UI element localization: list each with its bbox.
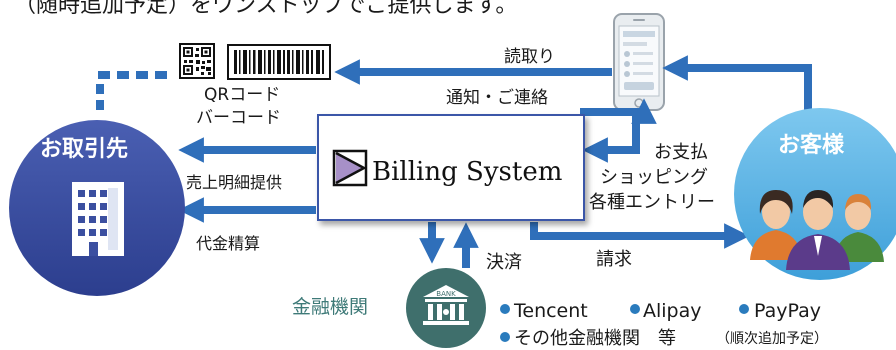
provider-note: （順次追加予定）	[716, 331, 828, 347]
provider-bullet	[630, 304, 640, 314]
provider-bullet	[500, 332, 510, 342]
partner-label: お取引先	[40, 137, 128, 162]
arrow-system-to-customer	[530, 222, 750, 249]
provider-list: Tencent Alipay PayPay その他金融機関 等 （順次追加予定）	[500, 300, 828, 349]
building-icon	[72, 182, 124, 256]
customer-label: お客様	[778, 132, 845, 158]
smartphone-icon	[613, 13, 665, 111]
qr-code-label: QRコード	[204, 85, 280, 105]
billing-system-logo-icon	[332, 149, 368, 187]
arrow-phone-to-system	[582, 112, 640, 163]
flow-arrows	[178, 55, 812, 268]
dotted-connector	[96, 71, 167, 110]
bank-icon: BANK	[423, 285, 469, 325]
billing-system-name: Billing System	[372, 157, 562, 187]
provider-bullet	[739, 304, 749, 314]
label-pay-3: 各種エントリー	[589, 192, 715, 213]
provider-bullet	[500, 304, 510, 314]
bank-badge: BANK	[436, 290, 456, 298]
arrow-customer-to-phone	[662, 55, 812, 112]
people-icon	[750, 190, 884, 270]
label-billing: 請求	[596, 249, 632, 270]
barcode-label: バーコード	[196, 108, 281, 128]
label-pay-1: お支払	[654, 142, 708, 163]
label-payment: 決済	[486, 252, 522, 273]
bank-node: BANK	[406, 268, 486, 348]
customer-node: お客様	[734, 108, 896, 280]
bank-label: 金融機関	[292, 296, 368, 318]
label-pay-2: ショッピング	[600, 167, 708, 188]
qr-code-icon	[179, 43, 215, 79]
provider-paypay: PayPay	[754, 300, 821, 322]
provider-others: その他金融機関 等	[514, 328, 676, 349]
header-text: （随時追加予定）をワンストップでご提供します。	[14, 0, 517, 18]
label-notify: 通知・ご連絡	[446, 88, 548, 108]
label-sales-detail: 売上明細提供	[186, 173, 282, 192]
barcode-icon	[227, 44, 331, 80]
label-read: 読取り	[504, 47, 555, 67]
provider-tencent: Tencent	[513, 300, 588, 322]
label-settlement: 代金精算	[196, 234, 260, 253]
provider-alipay: Alipay	[643, 300, 702, 322]
partner-node: お取引先	[9, 120, 185, 296]
arrow-system-to-phone	[580, 98, 657, 124]
